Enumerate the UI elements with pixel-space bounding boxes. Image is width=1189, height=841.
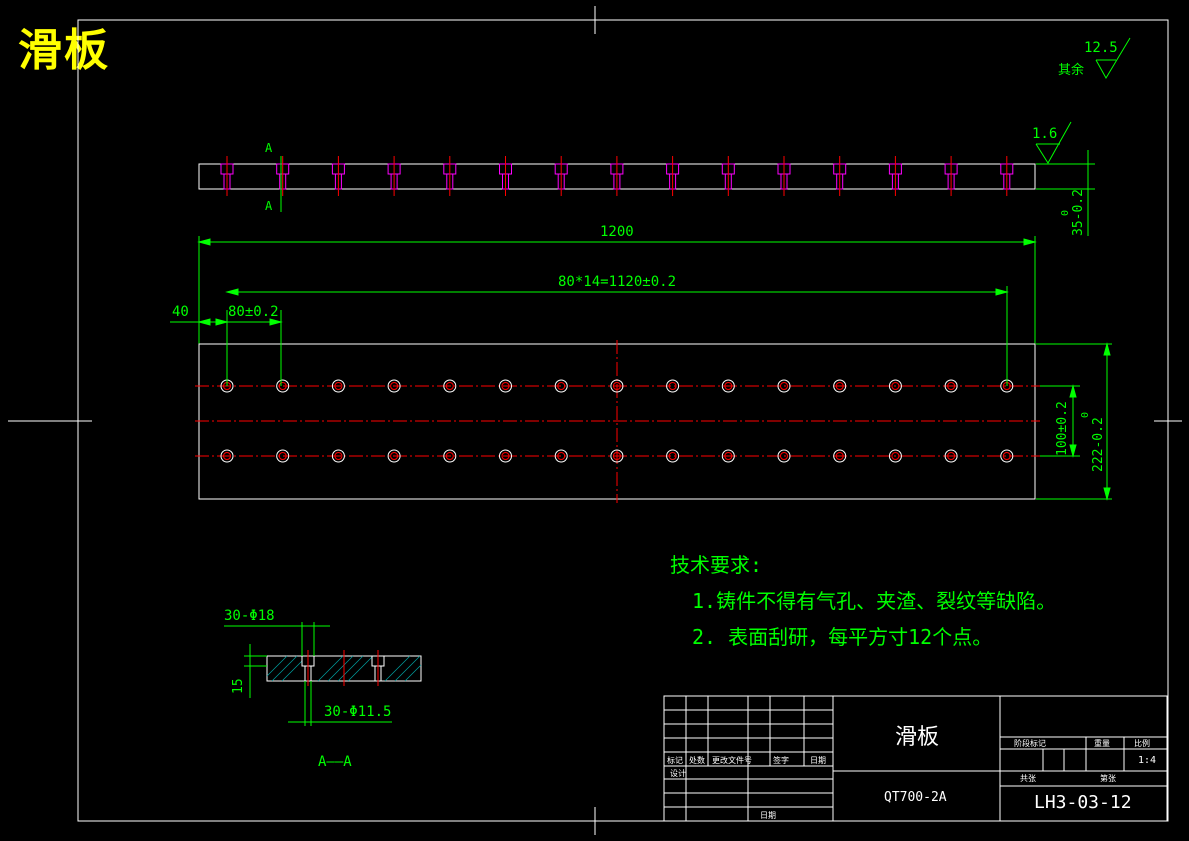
plan-hole (387, 379, 401, 393)
front-view-holes (220, 156, 1014, 196)
length-dimension (197, 236, 1037, 344)
drawing-title: 滑板 (18, 25, 110, 76)
length-dim-label: 1200 (600, 224, 634, 240)
plan-hole (833, 449, 847, 463)
thickness-upper-dev: 0 (1060, 210, 1071, 216)
front-hole (610, 156, 624, 196)
tb-drawing-no: LH3-03-12 (1034, 792, 1132, 813)
section-mark-top: A (265, 141, 273, 155)
plan-hole (554, 449, 568, 463)
tb-mark: 标记 (667, 755, 683, 765)
front-hole (777, 156, 791, 196)
thickness-dim: 35-0.2 (1071, 189, 1086, 236)
pitch-total-label: 80*14=1120±0.2 (558, 274, 676, 290)
tb-change-doc: 更改文件号 (712, 755, 752, 765)
through-hole-dim: 30-Φ11.5 (324, 704, 391, 720)
front-hole (666, 156, 680, 196)
front-hole (721, 156, 735, 196)
counterbore-dim: 30-Φ18 (224, 608, 275, 624)
tb-date2: 日期 (760, 811, 776, 820)
plan-hole (276, 379, 290, 393)
section-mark-bottom: A (265, 199, 273, 213)
tb-scale: 1:4 (1138, 755, 1156, 766)
tb-sign: 签字 (773, 755, 789, 765)
plan-hole (833, 379, 847, 393)
roughness-general: 12.5 其余 (1058, 37, 1131, 79)
front-hole (387, 156, 401, 196)
front-view: A A 35-0.2 0 (198, 141, 1095, 236)
tb-date: 日期 (810, 756, 826, 765)
front-hole (443, 156, 457, 196)
plan-hole (888, 379, 902, 393)
tb-part-name: 滑板 (895, 725, 939, 750)
tb-sheet-total: 共张 (1020, 774, 1036, 783)
width-dimensions (1036, 342, 1112, 501)
plan-hole (721, 379, 735, 393)
plan-hole (777, 379, 791, 393)
front-hole (220, 156, 234, 196)
plan-hole (331, 379, 345, 393)
roughness-general-label: 其余 (1058, 62, 1084, 78)
plan-hole (554, 379, 568, 393)
front-hole (554, 156, 568, 196)
roughness-surface: 1.6 (1032, 121, 1072, 164)
tb-sheet: 第张 (1100, 773, 1116, 783)
tech-heading: 技术要求: (670, 553, 762, 577)
plan-hole (499, 449, 512, 463)
plan-hole (610, 449, 624, 463)
plan-view (195, 286, 1040, 503)
plan-hole (888, 449, 902, 463)
plan-hole (721, 449, 735, 463)
pitch-dimension (170, 318, 283, 326)
plan-hole (666, 379, 680, 393)
title-block-labels: 标记 处数 更改文件号 签字 日期 设计 日期 阶段标记 重量 比例 共张 第张 (667, 738, 1150, 820)
roughness-surface-value: 1.6 (1032, 126, 1057, 142)
pitch-label: 80±0.2 (228, 304, 279, 320)
front-hole (833, 156, 847, 196)
plan-hole (777, 449, 791, 463)
plan-view-holes (220, 379, 1014, 463)
tb-weight: 重量 (1094, 738, 1110, 748)
tb-count: 处数 (689, 755, 705, 765)
tech-item-1: 1.铸件不得有气孔、夹渣、裂纹等缺陷。 (692, 589, 1056, 613)
plan-hole (499, 379, 512, 393)
row-spacing-dim: 100±0.2 (1055, 401, 1070, 456)
plan-hole (331, 449, 345, 463)
front-hole (888, 156, 902, 196)
tech-item-2: 2. 表面刮研，每平方寸12个点。 (692, 625, 992, 649)
tb-material: QT700-2A (884, 790, 947, 805)
roughness-general-value: 12.5 (1084, 40, 1118, 56)
plan-hole (276, 449, 290, 463)
plan-hole (220, 449, 234, 463)
width-upper-dev: 0 (1080, 412, 1091, 418)
tb-stage-mark: 阶段标记 (1014, 738, 1046, 748)
tb-ratio: 比例 (1134, 738, 1150, 748)
plan-hole (387, 449, 401, 463)
plan-hole (944, 449, 958, 463)
width-dim: 222-0.2 (1091, 417, 1106, 472)
plan-hole (1000, 449, 1014, 463)
section-view (224, 622, 422, 726)
plan-hole (443, 449, 457, 463)
plan-hole (610, 379, 624, 393)
drawing-frame (8, 6, 1182, 835)
plan-hole (666, 449, 680, 463)
front-hole (331, 156, 345, 196)
plan-hole (944, 379, 958, 393)
plan-hole (443, 379, 457, 393)
section-label: A——A (318, 754, 352, 770)
title-block (663, 695, 1168, 822)
front-hole (944, 156, 958, 196)
pitch-total-dimension (225, 288, 1009, 296)
depth-dim: 15 (231, 678, 246, 694)
front-hole (1000, 156, 1014, 196)
tb-design: 设计 (670, 768, 686, 778)
front-hole (276, 156, 290, 196)
front-hole (499, 156, 512, 196)
edge-offset-label: 40 (172, 304, 189, 320)
